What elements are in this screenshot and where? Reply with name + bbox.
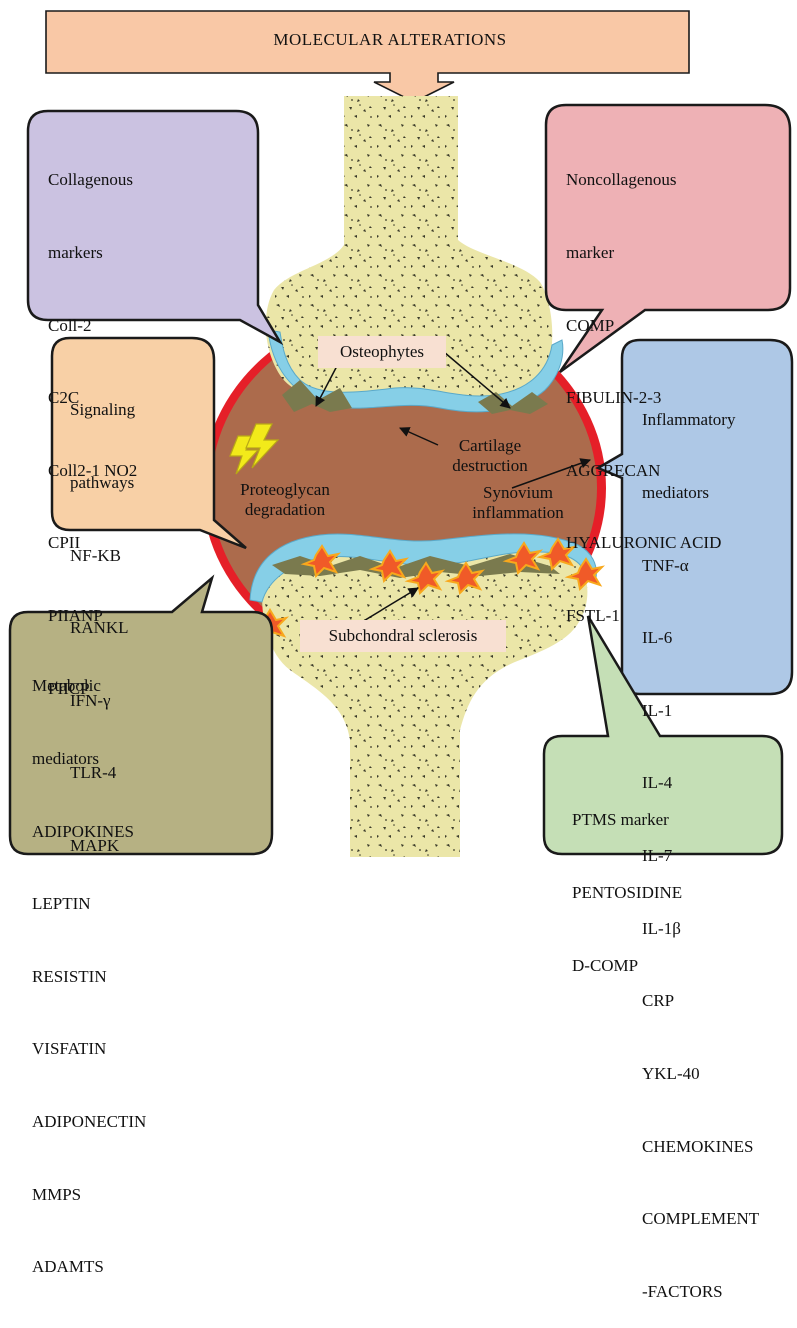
cartilage-label: Cartilage destruction bbox=[430, 436, 550, 476]
metabolic-line: Metabolic bbox=[32, 674, 146, 698]
collagenous-line: Coll-2 bbox=[48, 314, 137, 338]
proteoglycan-label: Proteoglycan degradation bbox=[220, 480, 350, 520]
inflammatory-line: mediators bbox=[642, 481, 759, 505]
signaling-line: Signaling bbox=[70, 398, 135, 422]
metabolic-line: VISFATIN bbox=[32, 1037, 146, 1061]
inflammatory-line: Inflammatory bbox=[642, 408, 759, 432]
inflammatory-line: COMPLEMENT bbox=[642, 1207, 759, 1231]
ptms-line: D-COMP bbox=[572, 954, 682, 978]
ptms-text: PTMS marker PENTOSIDINE D-COMP bbox=[572, 760, 682, 1002]
collagenous-line: markers bbox=[48, 241, 137, 265]
metabolic-line: MMPS bbox=[32, 1183, 146, 1207]
proteoglycan-line: degradation bbox=[220, 500, 350, 520]
noncollagenous-line: Noncollagenous bbox=[566, 168, 721, 192]
metabolic-line: RESISTIN bbox=[32, 965, 146, 989]
ptms-line: PENTOSIDINE bbox=[572, 881, 682, 905]
inflammatory-line: IL-6 bbox=[642, 626, 759, 650]
metabolic-line: ADIPONECTIN bbox=[32, 1110, 146, 1134]
cartilage-line: Cartilage bbox=[430, 436, 550, 456]
metabolic-line: ADIPOKINES bbox=[32, 820, 146, 844]
signaling-line: pathways bbox=[70, 471, 135, 495]
inflammatory-line: IL-1 bbox=[642, 699, 759, 723]
subchondral-label: Subchondral sclerosis bbox=[300, 626, 506, 646]
inflammatory-line: YKL-40 bbox=[642, 1062, 759, 1086]
metabolic-text: Metabolic mediators ADIPOKINES LEPTIN RE… bbox=[32, 626, 146, 1304]
noncollagenous-line: marker bbox=[566, 241, 721, 265]
banner-title: MOLECULAR ALTERATIONS bbox=[40, 30, 740, 50]
ptms-line: PTMS marker bbox=[572, 808, 682, 832]
synovium-line: inflammation bbox=[456, 503, 580, 523]
osteophytes-label: Osteophytes bbox=[318, 342, 446, 362]
collagenous-line: Collagenous bbox=[48, 168, 137, 192]
inflammatory-line: -FACTORS bbox=[642, 1280, 759, 1304]
banner-shape bbox=[46, 11, 689, 102]
metabolic-line: mediators bbox=[32, 747, 146, 771]
synovium-label: Synovium inflammation bbox=[456, 483, 580, 523]
synovium-line: Synovium bbox=[456, 483, 580, 503]
metabolic-line: ADAMTS bbox=[32, 1255, 146, 1279]
inflammatory-line: TNF-α bbox=[642, 554, 759, 578]
lower-bone bbox=[262, 546, 588, 857]
signaling-line: NF-KB bbox=[70, 544, 135, 568]
noncollagenous-line: COMP bbox=[566, 314, 721, 338]
inflammatory-line: CHEMOKINES bbox=[642, 1135, 759, 1159]
metabolic-line: LEPTIN bbox=[32, 892, 146, 916]
cartilage-line: destruction bbox=[430, 456, 550, 476]
proteoglycan-line: Proteoglycan bbox=[220, 480, 350, 500]
